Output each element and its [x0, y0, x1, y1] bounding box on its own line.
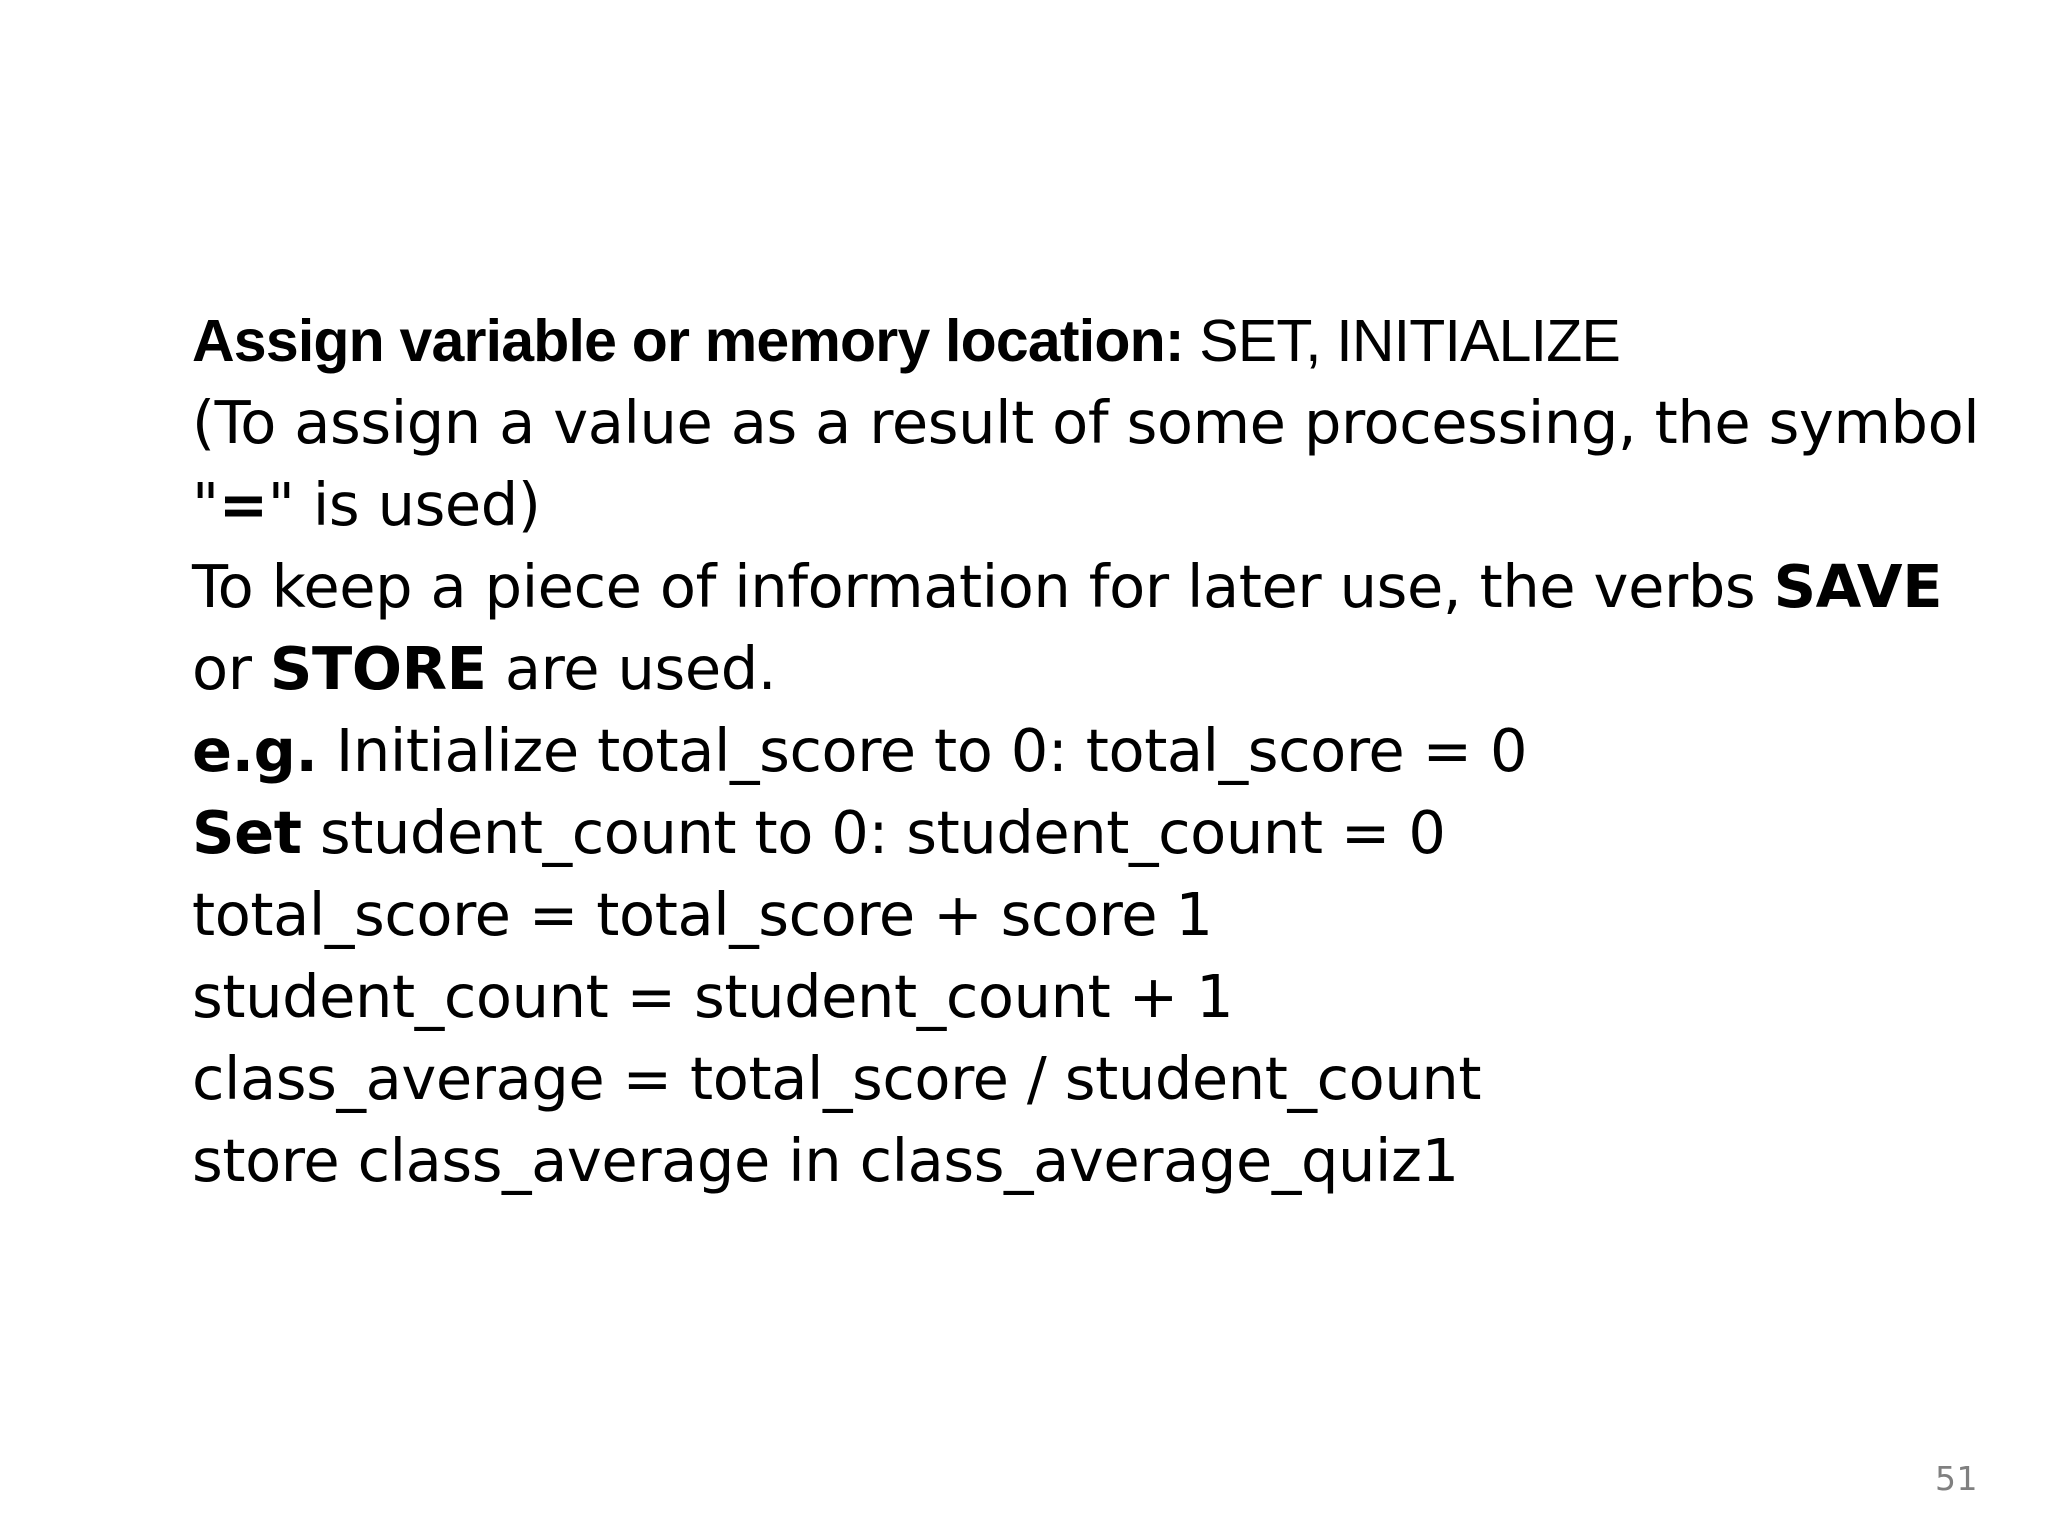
line-9-run-0: student_count = student_count + 1: [192, 962, 1234, 1031]
page-number: 51: [1935, 1459, 1978, 1498]
line-heading-run-0: Assign variable or memory location:: [192, 308, 1184, 374]
line-10: class_average = total_score / student_co…: [192, 1038, 1972, 1120]
line-7-run-0: Set: [192, 798, 302, 867]
line-heading-run-1: SET, INITIALIZE: [1183, 308, 1621, 374]
line-2: (To assign a value as a result of some p…: [192, 382, 1980, 464]
line-3-run-1: =: [218, 470, 268, 539]
line-3-run-2: " is used): [267, 470, 541, 539]
line-6: e.g. Initialize total_score to 0: total_…: [192, 710, 1972, 792]
line-4-run-1: SAVE: [1773, 552, 1943, 621]
line-7: Set student_count to 0: student_count = …: [192, 792, 1972, 874]
line-10-run-0: class_average = total_score / student_co…: [192, 1044, 1482, 1113]
line-4-run-0: To keep a piece of information for later…: [192, 552, 1774, 621]
line-6-run-1: Initialize total_score to 0: total_score…: [317, 716, 1528, 785]
line-3-run-0: ": [192, 470, 219, 539]
line-2-run-0: (To assign a value as a result of some p…: [192, 388, 1980, 457]
line-7-run-1: student_count to 0: student_count = 0: [301, 798, 1446, 867]
line-5-run-0: or: [192, 634, 270, 703]
line-3: "=" is used): [192, 464, 1972, 546]
line-11: store class_average in class_average_qui…: [192, 1120, 1972, 1202]
slide-body-text: Assign variable or memory location: SET,…: [192, 300, 1980, 1202]
line-8-run-0: total_score = total_score + score 1: [192, 880, 1213, 949]
line-5: or STORE are used.: [192, 628, 1972, 710]
line-8: total_score = total_score + score 1: [192, 874, 1972, 956]
line-4: To keep a piece of information for later…: [192, 546, 1972, 628]
line-heading: Assign variable or memory location: SET,…: [192, 300, 1972, 382]
line-6-run-0: e.g.: [192, 716, 318, 785]
line-9: student_count = student_count + 1: [192, 956, 1972, 1038]
line-5-run-2: are used.: [486, 634, 777, 703]
line-11-run-0: store class_average in class_average_qui…: [192, 1126, 1459, 1195]
line-5-run-1: STORE: [269, 634, 487, 703]
